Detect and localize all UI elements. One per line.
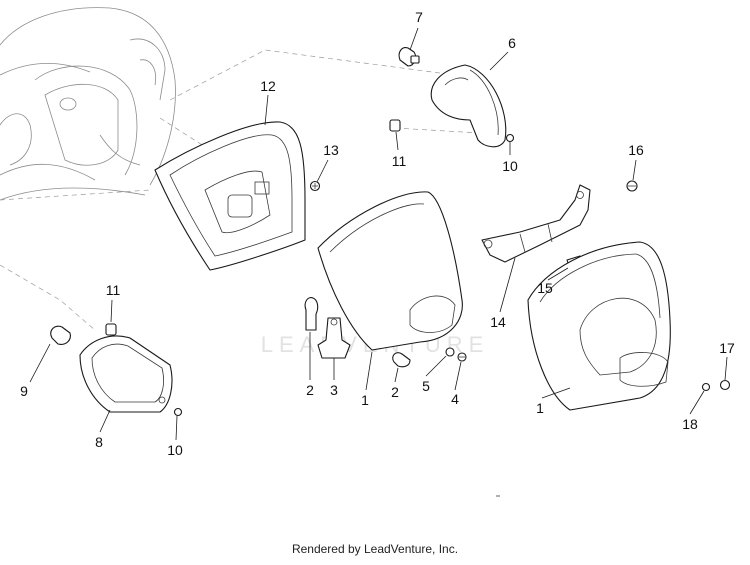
part-3-socket <box>317 317 351 359</box>
part-16-screw <box>626 180 638 192</box>
callout-9: 9 <box>20 383 28 399</box>
callout-5: 5 <box>422 378 430 394</box>
part-9-bulb <box>50 325 71 345</box>
part-10-screw-upper <box>505 133 515 143</box>
part-7-bulb <box>398 47 420 67</box>
callout-16: 16 <box>628 142 644 158</box>
callout-7: 7 <box>415 9 423 25</box>
part-8-turn-signal <box>79 335 173 413</box>
callout-10-upper: 10 <box>502 158 518 174</box>
callout-12: 12 <box>260 78 276 94</box>
callout-4: 4 <box>451 391 459 407</box>
part-1-taillight-housing-center <box>317 191 463 351</box>
callout-6: 6 <box>508 35 516 51</box>
callout-13: 13 <box>323 142 339 158</box>
scooter-body-ghost <box>0 7 176 201</box>
callout-1-right: 1 <box>536 400 544 416</box>
part-2-bulb-right <box>392 352 411 368</box>
part-13-screw <box>309 180 321 192</box>
part-2-bulb-left <box>304 297 319 331</box>
callout-17: 17 <box>719 340 735 356</box>
part-10-screw-lower <box>173 407 183 417</box>
leader-lines <box>29 27 728 441</box>
footer-credit: Rendered by LeadVenture, Inc. <box>291 542 459 556</box>
part-11-clip-upper <box>389 119 401 132</box>
callout-11-lower: 11 <box>106 282 121 298</box>
callout-1-center: 1 <box>361 392 369 408</box>
callout-15: 15 <box>537 280 553 296</box>
part-5-washer <box>445 347 455 357</box>
part-4-screw <box>457 352 467 362</box>
callout-10-lower: 10 <box>167 442 183 458</box>
part-1-taillight-lens-right <box>527 241 671 411</box>
callout-14: 14 <box>490 314 506 330</box>
callout-18: 18 <box>682 416 698 432</box>
callout-2-right: 2 <box>391 384 399 400</box>
part-11-clip-lower <box>105 323 117 336</box>
part-6-turn-signal <box>430 64 507 148</box>
part-12-rear-frame <box>154 121 306 271</box>
callout-8: 8 <box>95 434 103 450</box>
callout-3: 3 <box>330 382 338 398</box>
callout-11-upper: 11 <box>392 153 407 169</box>
part-14-bracket <box>481 184 591 263</box>
callout-2-left: 2 <box>306 382 314 398</box>
part-17-screw <box>719 379 731 391</box>
part-18-washer <box>701 382 711 392</box>
callout-labels: 7 6 12 13 11 10 16 14 15 11 9 8 10 2 3 1… <box>20 9 735 458</box>
